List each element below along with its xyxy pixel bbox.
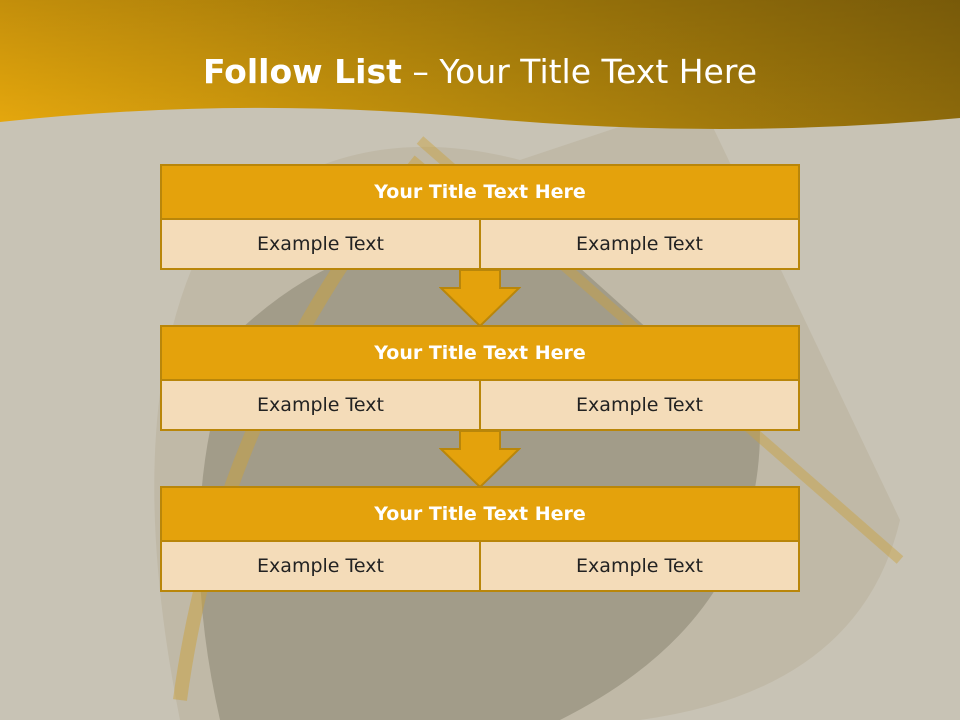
title-bold: Follow List [202,52,402,91]
step-right-text[interactable]: Example Text [481,381,800,431]
slide-title: Follow List – Your Title Text Here [0,52,960,91]
step-left-text[interactable]: Example Text [160,542,481,592]
down-arrow-icon [439,430,521,489]
step-box-1: Your Title Text Here Example Text Exampl… [160,164,800,270]
step-left-text[interactable]: Example Text [160,220,481,270]
step-title[interactable]: Your Title Text Here [160,164,800,220]
step-title[interactable]: Your Title Text Here [160,486,800,542]
step-box-2: Your Title Text Here Example Text Exampl… [160,325,800,431]
step-right-text[interactable]: Example Text [481,220,800,270]
step-left-text[interactable]: Example Text [160,381,481,431]
step-right-text[interactable]: Example Text [481,542,800,592]
down-arrow-icon [439,269,521,328]
title-rest: – Your Title Text Here [412,52,758,91]
step-box-3: Your Title Text Here Example Text Exampl… [160,486,800,592]
step-title[interactable]: Your Title Text Here [160,325,800,381]
